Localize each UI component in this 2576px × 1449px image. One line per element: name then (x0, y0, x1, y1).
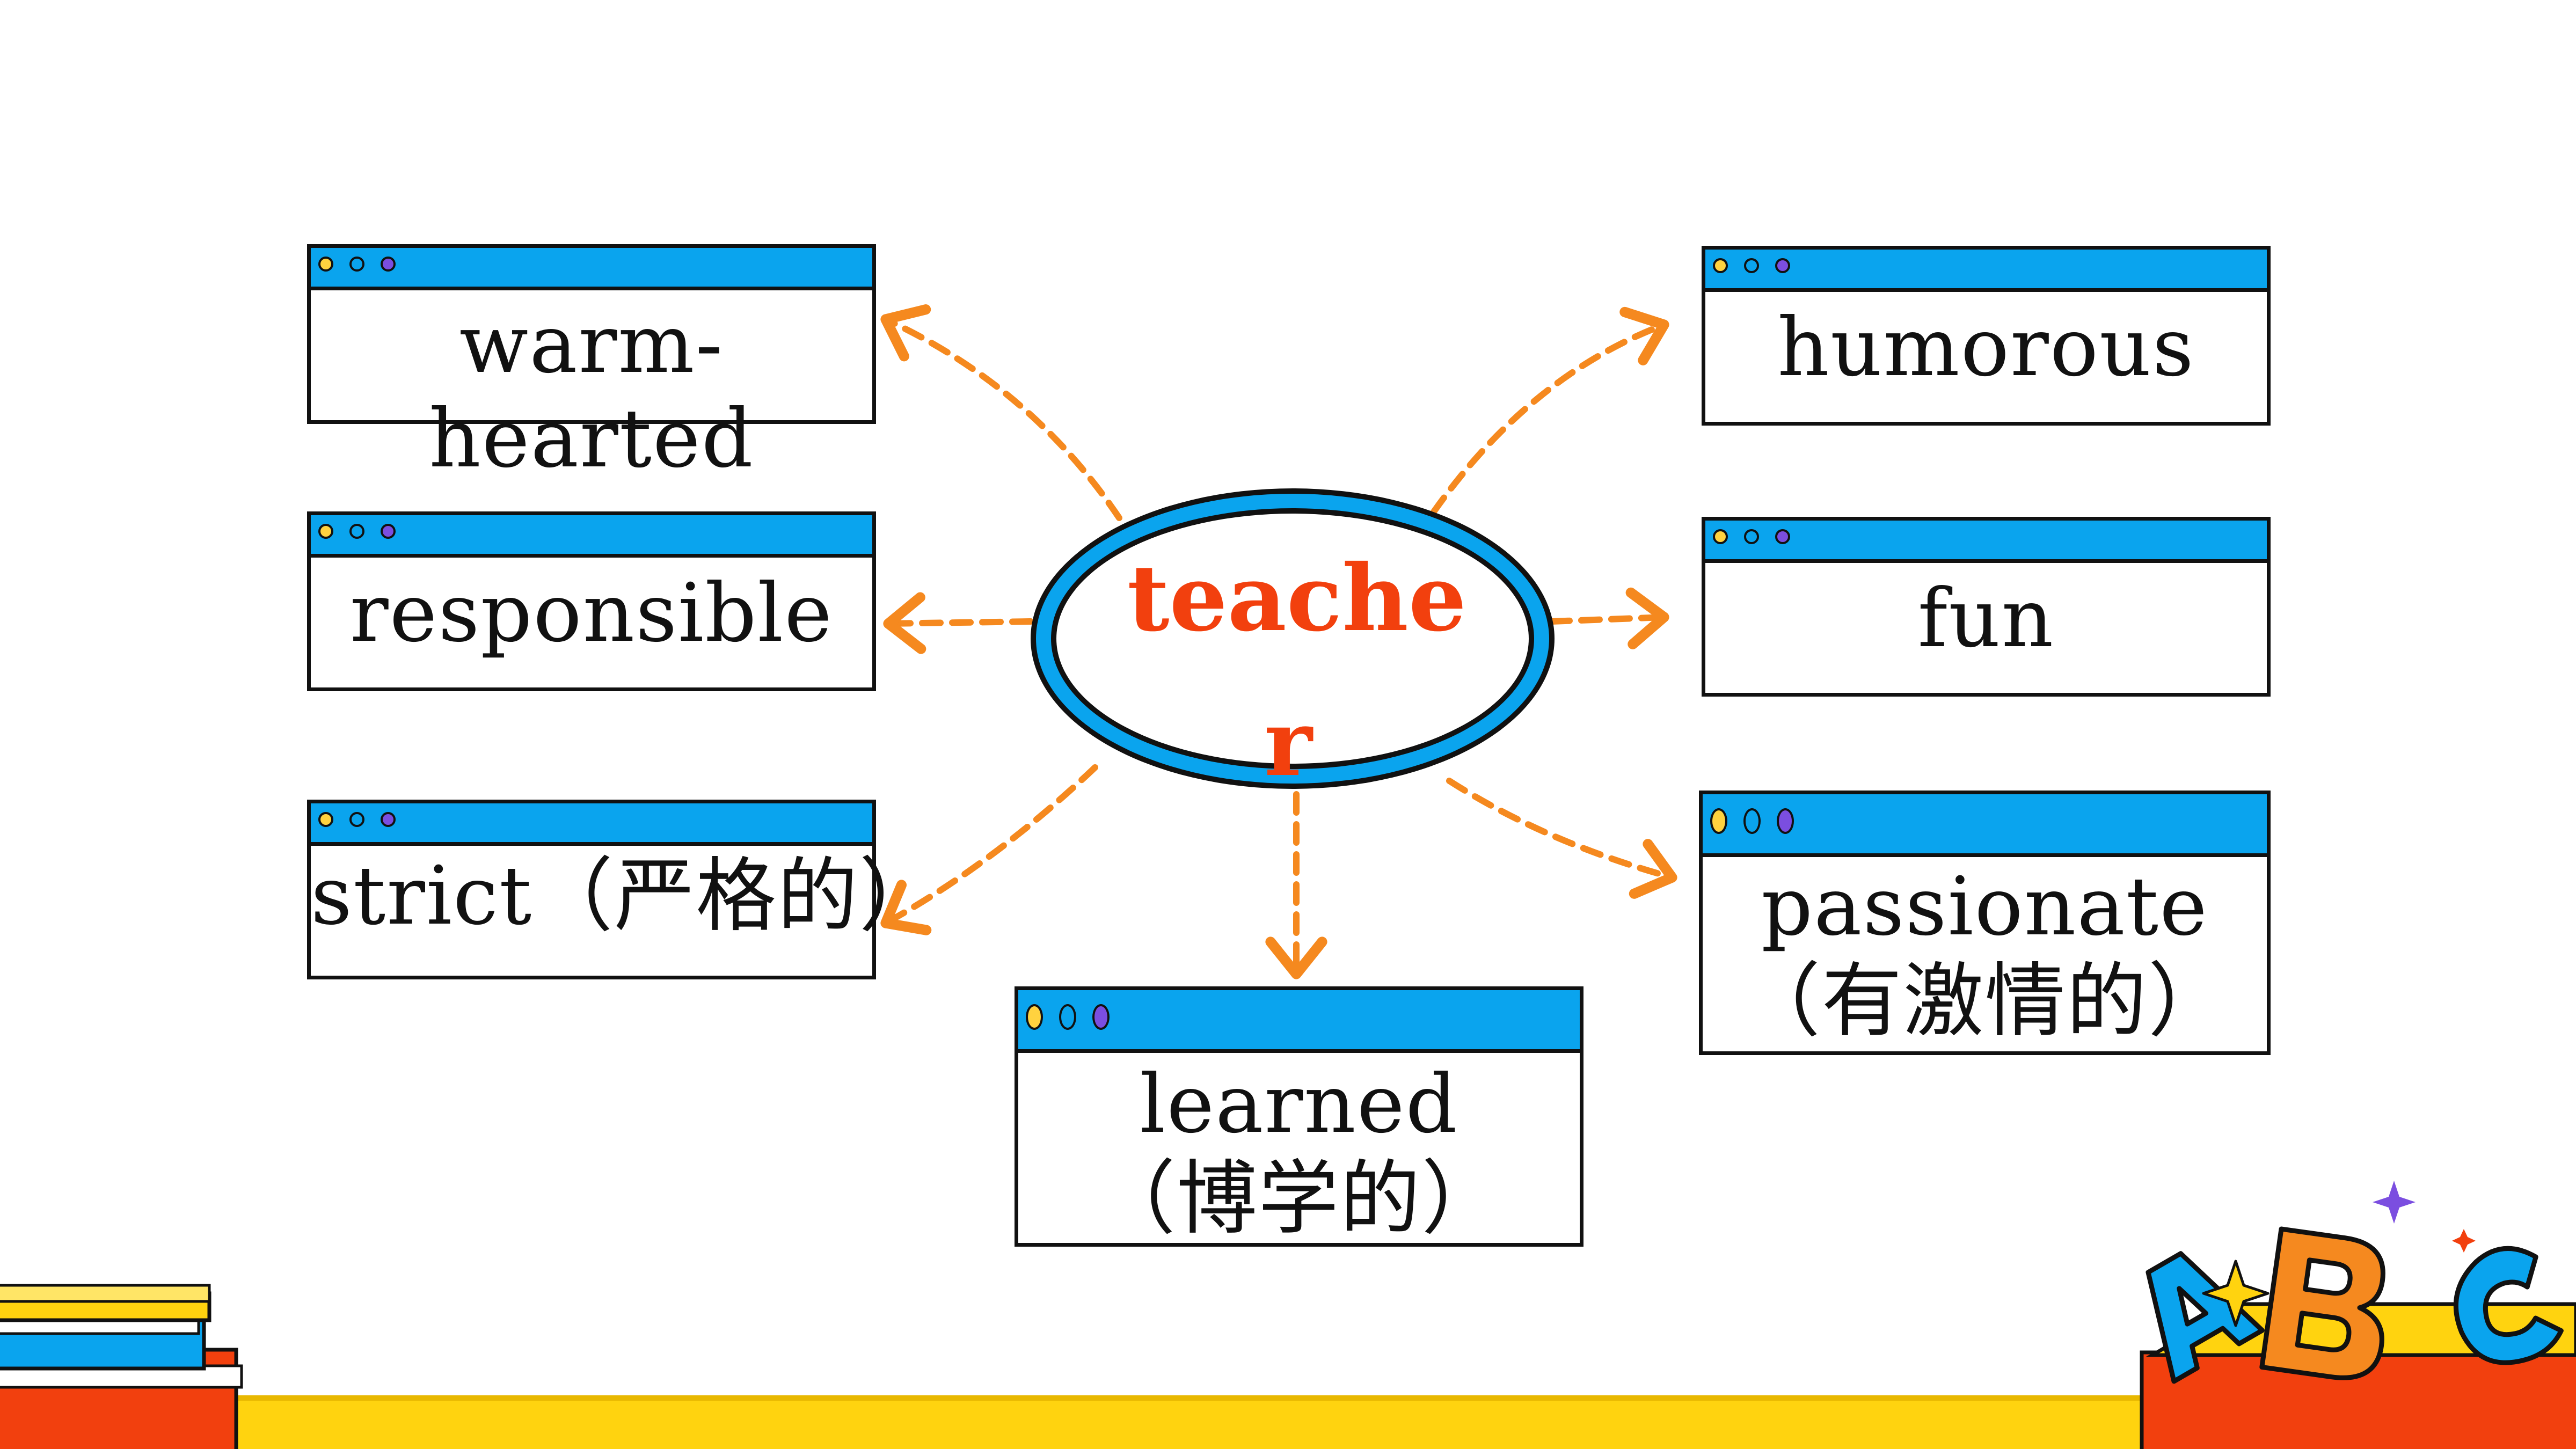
card-responsible: responsible (307, 511, 876, 691)
card-passionate: passionate （有激情的） (1699, 791, 2271, 1055)
card-label-line: （有激情的） (1740, 955, 2230, 1048)
card-learned: learned （博学的） (1015, 986, 1583, 1247)
card-fun: fun (1702, 517, 2271, 697)
purple-dot-icon (381, 524, 396, 539)
arrow-to-passionate (1446, 778, 1677, 899)
blue-dot-icon (349, 812, 364, 827)
yellow-dot-icon (318, 524, 333, 539)
purple-dot-icon (381, 812, 396, 827)
card-label: fun (1705, 572, 2267, 666)
card-label-line: humorous (1777, 301, 2195, 394)
connector-arrows (880, 304, 1677, 979)
card-label-line: hearted (429, 392, 754, 486)
card-title-bar (311, 248, 872, 290)
card-title-bar (1705, 521, 2267, 563)
blue-dot-icon (1744, 529, 1759, 544)
card-title-bar (1705, 250, 2267, 292)
sparkle-star-icon (2202, 1260, 2269, 1327)
blue-dot-icon (1744, 258, 1759, 273)
arrow-to-fun (1548, 587, 1669, 649)
arrow-to-strict (880, 764, 1098, 935)
card-label: warm- hearted (311, 297, 872, 486)
card-title-bar (1018, 990, 1580, 1053)
center-node-label: teache r (1127, 526, 1467, 816)
card-strict: strict（严格的） (307, 800, 941, 979)
card-label-line: strict（严格的） (311, 850, 941, 943)
yellow-dot-icon (318, 812, 333, 827)
purple-dot-icon (1775, 529, 1790, 544)
arrow-to-humorous (1430, 306, 1669, 516)
yellow-dot-icon (318, 257, 333, 272)
blue-dot-icon (349, 257, 364, 272)
blue-dot-icon (1059, 1004, 1076, 1030)
stack-of-books-icon (0, 1284, 243, 1449)
center-label-line: teache (1127, 545, 1467, 652)
yellow-dot-icon (1026, 1004, 1043, 1030)
card-label-line: fun (1917, 572, 2055, 665)
card-label-line: warm- (459, 298, 724, 391)
card-title-bar (1703, 794, 2267, 857)
letter-c-icon (2453, 1246, 2564, 1365)
card-label: passionate （有激情的） (1703, 860, 2267, 1049)
card-label: learned （博学的） (1018, 1057, 1580, 1246)
card-label-line: learned (1140, 1058, 1458, 1151)
abc-letters-icon (2140, 1181, 2576, 1449)
blue-dot-icon (1743, 808, 1761, 834)
letter-a-icon (2146, 1251, 2265, 1384)
letter-b-icon (2259, 1226, 2385, 1380)
purple-dot-icon (1777, 808, 1794, 834)
sparkle-star-icon (2452, 1229, 2476, 1253)
yellow-dot-icon (1710, 808, 1727, 834)
bottom-band-edge (0, 1395, 2576, 1401)
purple-dot-icon (1775, 258, 1790, 273)
purple-dot-icon (1092, 1004, 1110, 1030)
card-label-line: （博学的） (1094, 1152, 1503, 1246)
card-title-bar (311, 515, 872, 558)
card-label: strict（严格的） (311, 849, 941, 943)
card-label: humorous (1705, 301, 2267, 395)
sparkle-star-icon (2373, 1181, 2416, 1224)
purple-dot-icon (381, 257, 396, 272)
center-label-line: r (1264, 690, 1312, 797)
card-title-bar (311, 803, 872, 846)
center-node (1031, 488, 1555, 789)
arrow-to-responsible (883, 592, 1034, 654)
yellow-dot-icon (1713, 258, 1728, 273)
blue-dot-icon (349, 524, 364, 539)
card-label-line: passionate (1761, 860, 2208, 954)
card-humorous: humorous (1702, 246, 2271, 426)
card-label: responsible (311, 566, 872, 661)
yellow-dot-icon (1713, 529, 1728, 544)
arrow-to-warm-hearted (880, 304, 1122, 521)
card-label-line: responsible (349, 567, 834, 660)
card-warm-hearted: warm- hearted (307, 244, 876, 486)
